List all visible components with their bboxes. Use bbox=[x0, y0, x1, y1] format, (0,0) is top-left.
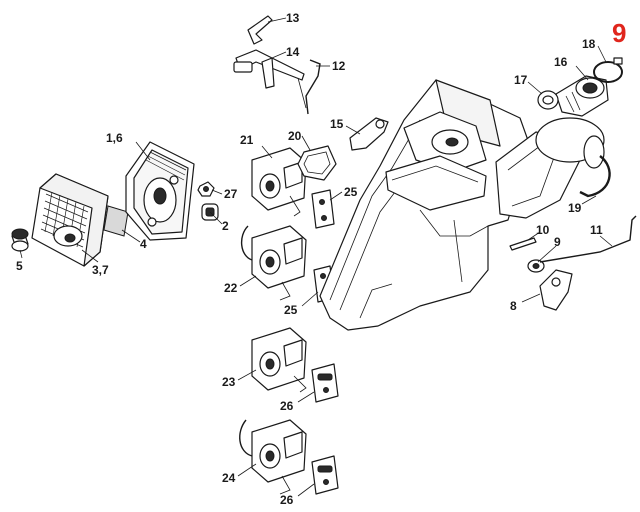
lever-8 bbox=[539, 269, 573, 311]
filter-seal bbox=[103, 205, 129, 237]
carburetor-24 bbox=[239, 419, 307, 495]
callout-1-6: 1,6 bbox=[106, 131, 123, 145]
callout-18: 18 bbox=[582, 37, 596, 51]
callout-16: 16 bbox=[554, 55, 568, 69]
callout-21: 21 bbox=[240, 133, 254, 147]
callout-4: 4 bbox=[140, 237, 147, 251]
air-filter bbox=[31, 173, 109, 267]
callout-3-7: 3,7 bbox=[92, 263, 109, 277]
rod-12 bbox=[305, 59, 321, 115]
callout-24: 24 bbox=[222, 471, 236, 485]
callout-25-lower: 25 bbox=[284, 303, 298, 317]
intake-boot-16 bbox=[555, 75, 609, 117]
bracket-15 bbox=[349, 117, 389, 151]
nut-27 bbox=[197, 181, 215, 197]
gasket-20 bbox=[297, 145, 337, 181]
callout-15: 15 bbox=[330, 117, 344, 131]
linkage-part-13 bbox=[247, 15, 273, 45]
callout-20: 20 bbox=[288, 129, 302, 143]
callout-8: 8 bbox=[510, 299, 517, 313]
callout-22: 22 bbox=[224, 281, 238, 295]
callout-9: 9 bbox=[554, 235, 561, 249]
clamp-18 bbox=[593, 57, 623, 83]
callout-14: 14 bbox=[286, 45, 300, 59]
callout-23: 23 bbox=[222, 375, 236, 389]
section-number: 9 bbox=[612, 18, 626, 48]
spacer-26-upper bbox=[311, 363, 339, 403]
callout-11: 11 bbox=[590, 223, 603, 237]
spacer-26-lower bbox=[311, 455, 339, 495]
callout-2: 2 bbox=[222, 219, 229, 233]
rear-handle bbox=[495, 117, 611, 219]
filter-knob bbox=[11, 228, 29, 252]
carburetor-21 bbox=[251, 147, 307, 217]
callout-25-upper: 25 bbox=[344, 185, 358, 199]
filter-housing bbox=[125, 141, 195, 241]
callout-13: 13 bbox=[286, 11, 300, 25]
callout-26-upper: 26 bbox=[280, 399, 294, 413]
pin-10 bbox=[509, 237, 537, 251]
callout-12: 12 bbox=[332, 59, 346, 73]
callout-26-lower: 26 bbox=[280, 493, 294, 507]
throttle-shaft-14 bbox=[233, 49, 307, 109]
callout-17: 17 bbox=[514, 73, 528, 87]
callout-5: 5 bbox=[16, 259, 23, 273]
carburetor-23 bbox=[251, 327, 307, 393]
ring-17 bbox=[537, 90, 559, 110]
spacer-25-upper bbox=[311, 189, 335, 229]
leader-lines bbox=[19, 17, 613, 497]
callout-19: 19 bbox=[568, 201, 582, 215]
callout-labels: 1,6 2 3,7 4 5 8 9 10 11 12 13 14 15 16 1… bbox=[16, 11, 603, 507]
callout-27: 27 bbox=[224, 187, 238, 201]
washer-9 bbox=[527, 259, 545, 273]
callout-10: 10 bbox=[536, 223, 550, 237]
main-housing bbox=[319, 79, 531, 331]
rod-11 bbox=[539, 215, 637, 263]
carburetor-22 bbox=[241, 225, 307, 301]
